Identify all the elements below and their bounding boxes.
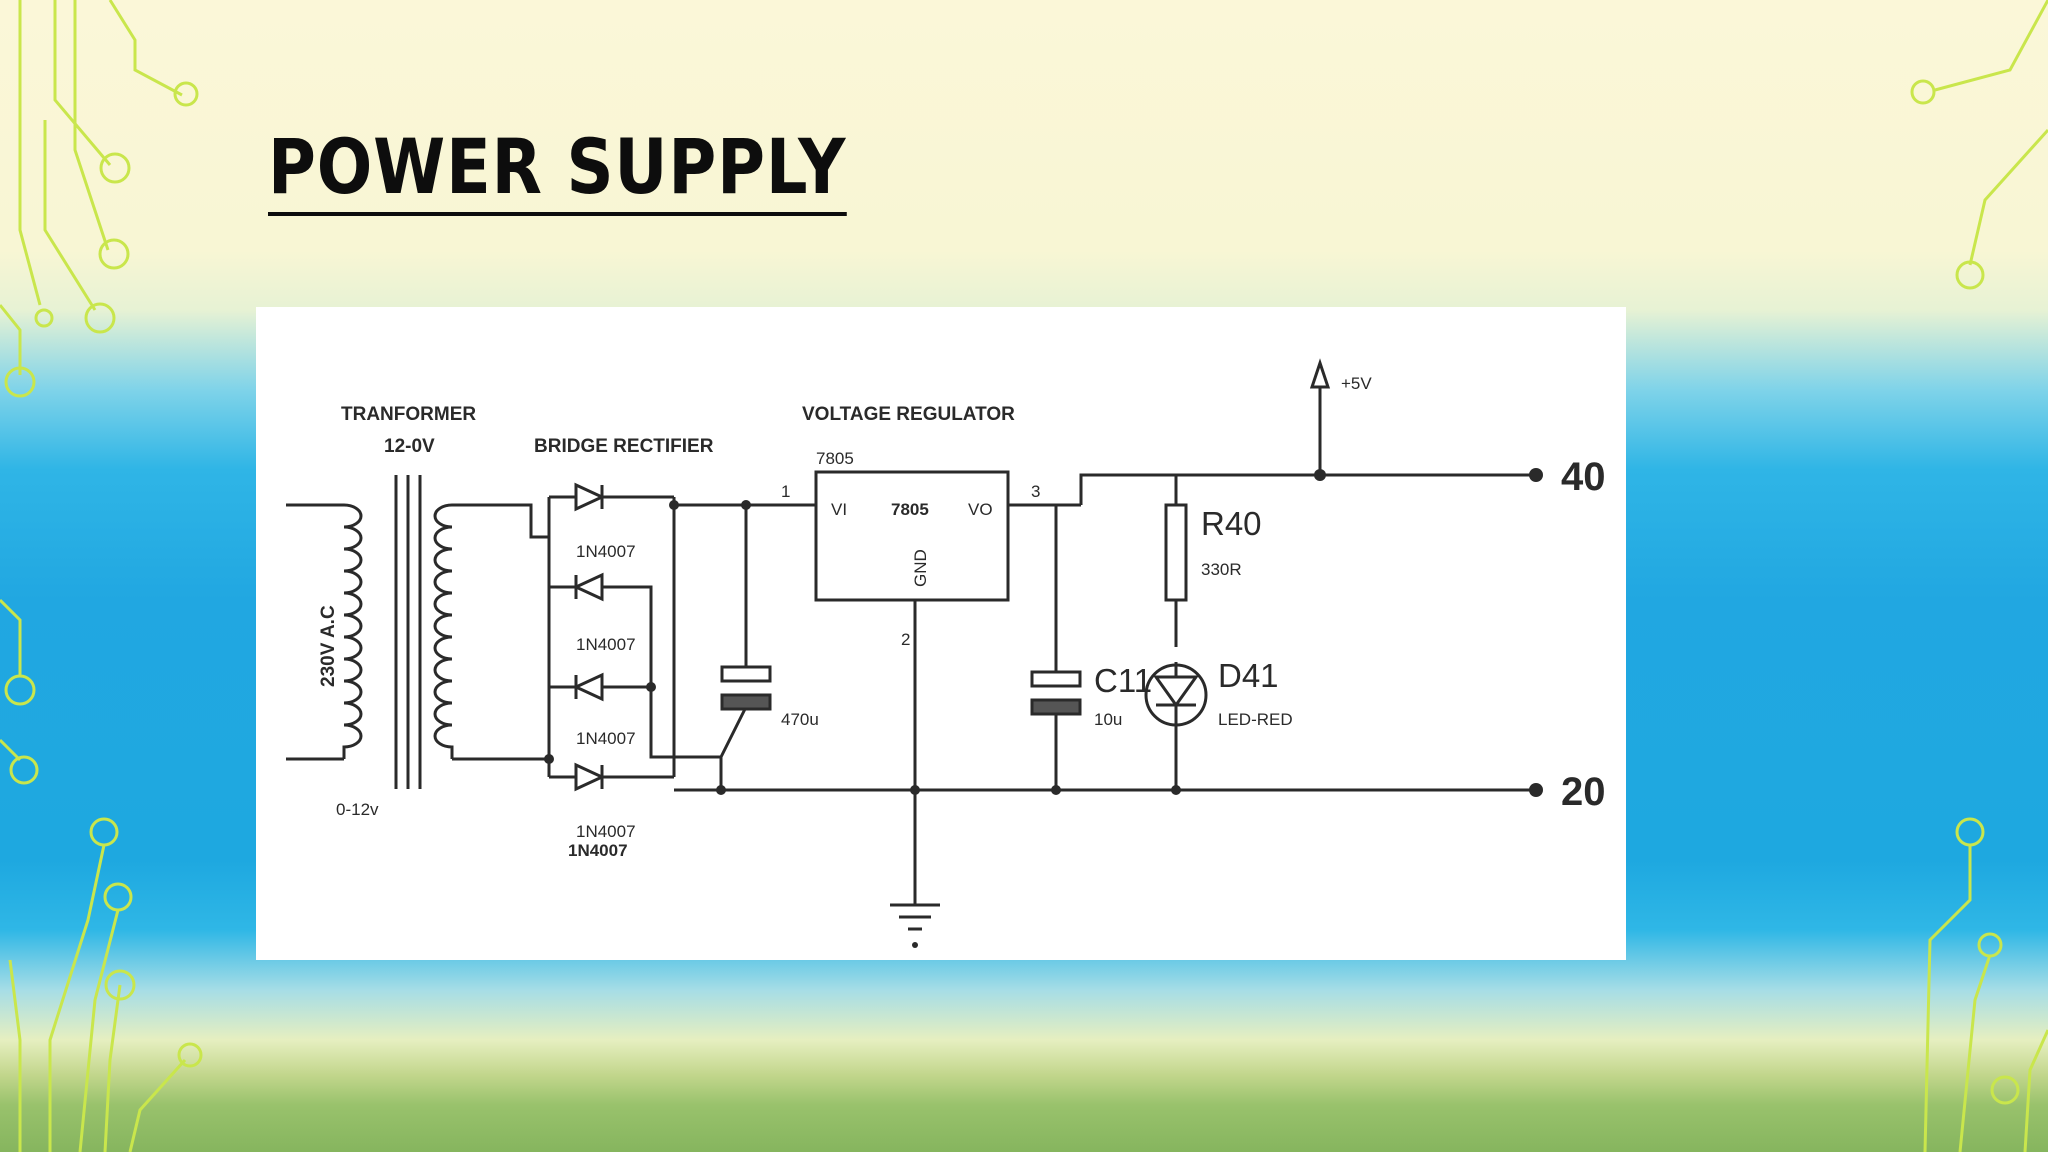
cap-in-value: 470u [781,710,819,729]
led-name: D41 [1218,657,1279,694]
terminal-40-label: 40 [1561,455,1606,499]
primary-winding [342,503,363,759]
diode-4-label: 1N4007 [576,822,636,841]
regulator-pin-2: 2 [901,630,910,649]
diode-3 [572,672,604,702]
output-rail [1079,473,1536,505]
secondary-voltage-label: 0-12v [336,800,379,819]
diode-extra-label: 1N4007 [568,841,628,860]
regulator-pin-1: 1 [781,482,790,501]
secondary-winding [433,503,454,759]
led-value: LED-RED [1218,710,1293,729]
terminal-20-label: 20 [1561,770,1606,814]
diode-3-label: 1N4007 [576,729,636,748]
capacitor-470u [720,665,772,711]
diode-4 [574,762,606,792]
resistor-value: 330R [1201,560,1242,579]
regulator-label: VOLTAGE REGULATOR [802,404,1015,425]
resistor-r40 [1164,503,1188,602]
terminal-20-dot [1529,783,1543,797]
transformer-label: TRANFORMER [341,404,476,425]
power-supply-schematic: TRANFORMER 12-0V 230V A.C 0-12v BRIDGE R… [256,307,1626,960]
diode-2 [572,572,604,602]
cap-out-value: 10u [1094,710,1122,729]
regulator-chip: 7805 [891,500,929,519]
terminal-40-dot [1529,468,1543,482]
diode-1 [574,482,606,512]
transformer-rating: 12-0V [384,436,435,457]
regulator-part: 7805 [816,449,854,468]
resistor-name: R40 [1201,505,1262,542]
supply-label: +5V [1341,374,1372,393]
regulator-pin-in: VI [831,500,847,519]
regulator-box [814,470,1010,602]
regulator-pin-gnd: GND [911,549,930,587]
rectifier-label: BRIDGE RECTIFIER [534,436,714,457]
diode-2-label: 1N4007 [576,635,636,654]
regulator-pin-out: VO [968,500,993,519]
cap-out-name: C11 [1094,662,1152,699]
diode-1-label: 1N4007 [576,542,636,561]
regulator-pin-3: 3 [1031,482,1040,501]
capacitor-c11 [1030,670,1082,716]
primary-voltage-label: 230V A.C [318,605,339,687]
slide-title: POWER SUPPLY [268,122,847,216]
schematic-drawing: TRANFORMER 12-0V 230V A.C 0-12v BRIDGE R… [286,358,1606,948]
